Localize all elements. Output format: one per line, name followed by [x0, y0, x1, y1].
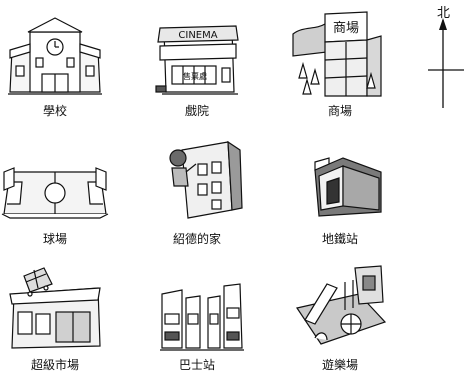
- cinema-icon: CINEMA 售票處: [155, 25, 239, 95]
- place-mall: 商場 商場: [285, 0, 395, 118]
- bus-station-icon: [160, 283, 244, 351]
- mall-icon: 商場: [292, 11, 382, 97]
- bus-station-label: 巴士站: [178, 358, 215, 372]
- place-home: 紹德的家: [142, 128, 252, 246]
- north-label: 北: [437, 6, 451, 21]
- home-building-icon: [169, 140, 243, 219]
- supermarket-icon: [9, 267, 101, 349]
- cinema-label: 戲院: [184, 104, 209, 118]
- mall-sign: 商場: [333, 21, 359, 36]
- home-label: 紹德的家: [172, 232, 221, 246]
- place-school: 學校: [0, 0, 110, 118]
- cinema-sign: CINEMA: [178, 30, 217, 41]
- playground-icon: [296, 265, 387, 345]
- cinema-ticket-sign: 售票處: [183, 71, 207, 81]
- mtr-station-icon: [314, 157, 382, 217]
- place-playground: 遊樂場: [285, 254, 395, 372]
- place-ball-court: 球場: [0, 128, 110, 246]
- ball-court-label: 球場: [42, 232, 67, 246]
- mtr-station-label: 地鐵站: [321, 232, 358, 246]
- place-mtr-station: 地鐵站: [285, 128, 395, 246]
- mall-label: 商場: [327, 104, 352, 118]
- school-label: 學校: [42, 104, 67, 118]
- playground-label: 遊樂場: [321, 358, 358, 372]
- place-cinema: CINEMA 售票處 戲院: [142, 0, 252, 118]
- supermarket-label: 超級市場: [30, 358, 79, 372]
- compass-icon: [428, 18, 464, 108]
- ball-court-icon: [1, 167, 109, 219]
- place-bus-station: 巴士站: [142, 254, 252, 372]
- place-supermarket: 超級市場: [0, 254, 110, 372]
- school-icon: [8, 17, 102, 95]
